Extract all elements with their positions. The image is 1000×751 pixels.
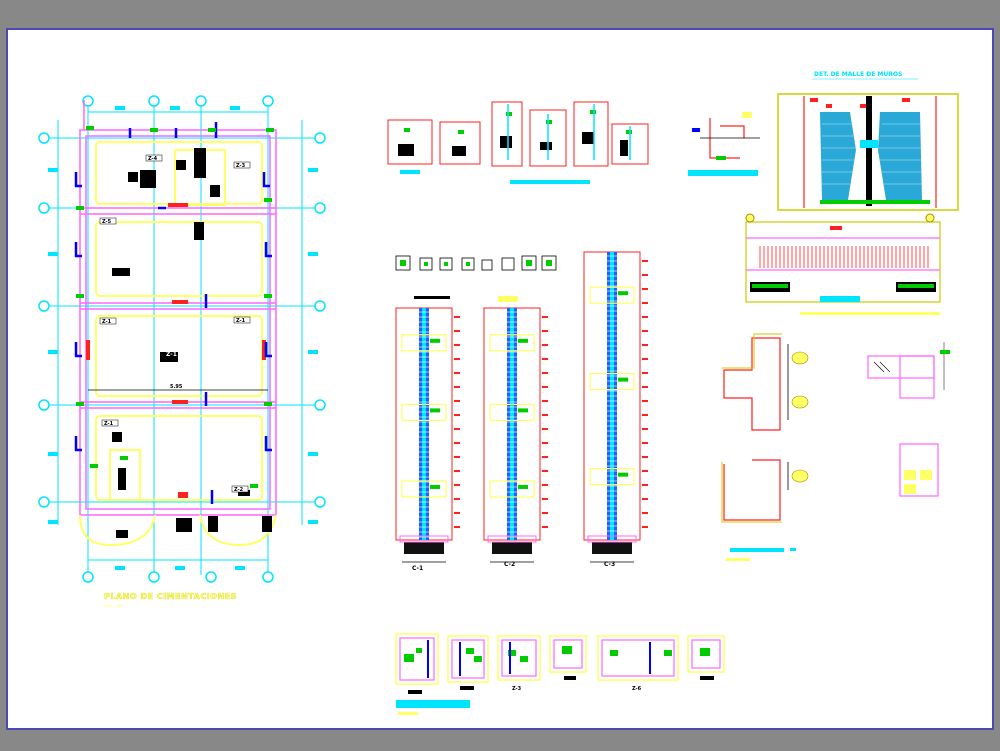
svg-text:Z-5: Z-5 [102, 219, 112, 225]
column-label-c3: C-3 [604, 561, 615, 568]
svg-text:Z-1: Z-1 [236, 318, 246, 324]
foundation-plan: Z-4Z-3Z-5 Z-1Z-1Z-1 Z-2 5.95 Z-1 PLANO D… [38, 95, 326, 608]
svg-text:Z-3: Z-3 [236, 163, 246, 169]
column-elevations: C-1 C-2 C-3 [395, 251, 648, 572]
axis-bubbles [38, 95, 326, 583]
beam-elevation [745, 213, 941, 315]
zapata-label-z6: Z-6 [632, 686, 642, 692]
joint-details [721, 333, 950, 561]
detail-title: DET. DE MALLE DE MUROS [814, 71, 902, 78]
column-label-c2: C-2 [504, 561, 515, 568]
footings [79, 141, 277, 547]
rebar-marks [86, 203, 266, 498]
column-elevation-1 [395, 307, 460, 563]
wall-section-details [387, 101, 649, 184]
width-dimension: 5.95 [170, 384, 183, 390]
column-fills [112, 148, 272, 538]
column-top-sections [395, 255, 557, 271]
zapata-labels: Z-4Z-3Z-5 Z-1Z-1Z-1 Z-2 [102, 156, 246, 493]
dimension-tags [48, 106, 318, 570]
zapata-label-z3: Z-3 [512, 686, 522, 692]
zapata-label-boxes [99, 154, 251, 493]
column-elevation-2 [483, 307, 548, 563]
svg-text:Z-2: Z-2 [234, 487, 244, 493]
corner-detail [688, 112, 760, 176]
plan-title: PLANO DE CIMENTACIONES [104, 592, 237, 601]
svg-text:Z-1: Z-1 [102, 319, 112, 325]
section-markers [74, 122, 272, 504]
section-tags [76, 126, 274, 488]
column-elevation-3 [583, 251, 648, 563]
svg-text:Z-4: Z-4 [148, 156, 158, 162]
beam-stirrups [759, 246, 929, 268]
center-zapata-label: Z-1 [166, 351, 177, 358]
wall-mesh-detail: DET. DE MALLE DE MUROS [777, 71, 959, 211]
zapata-details: Z-3 Z-6 [395, 633, 725, 715]
svg-text:Z-1: Z-1 [104, 421, 114, 427]
column-label-c1: C-1 [412, 565, 423, 572]
plan-subtitle: ESC. 1/50 [104, 603, 123, 608]
